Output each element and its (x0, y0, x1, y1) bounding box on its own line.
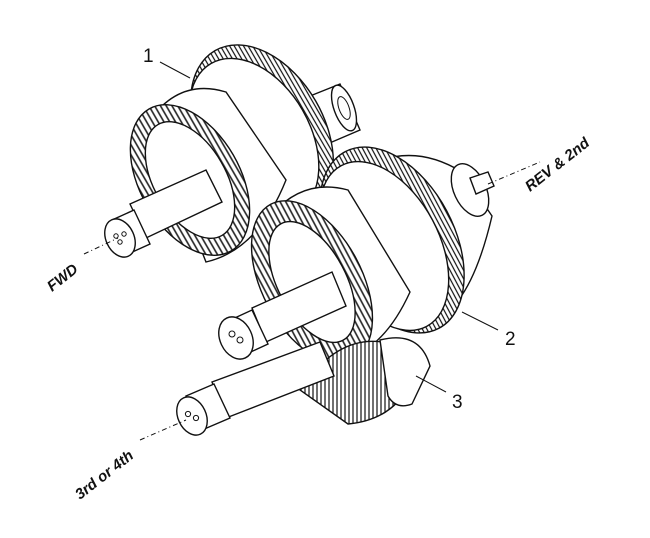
assembly-1-front-shaft (104, 169, 223, 258)
label-fwd: FWD (44, 261, 82, 296)
assembly-2-front-shaft (218, 271, 347, 360)
third-fourth-centerline (139, 419, 187, 441)
clutch-assembly-3rd-4th (139, 337, 431, 441)
leader-line-2 (461, 311, 499, 331)
rev-2nd-centerline (487, 161, 541, 185)
callout-2: 2 (505, 329, 516, 350)
clutch-assembly-fwd (83, 44, 361, 263)
shaft-port (113, 233, 119, 239)
leader-line-3 (415, 375, 447, 393)
clutch-assembly-rev-2nd (218, 146, 541, 364)
assembly-3-shaft (176, 341, 335, 436)
shaft-port (192, 414, 200, 422)
leader-line-1 (159, 61, 191, 79)
shaft-port (184, 410, 192, 418)
shaft-port (117, 239, 123, 245)
label-3rd-or-4th: 3rd or 4th (72, 447, 137, 503)
shaft-port (228, 330, 236, 338)
shaft-port (121, 231, 127, 237)
callout-1: 1 (143, 46, 154, 67)
callout-3: 3 (452, 392, 463, 413)
shaft-port (236, 336, 244, 344)
